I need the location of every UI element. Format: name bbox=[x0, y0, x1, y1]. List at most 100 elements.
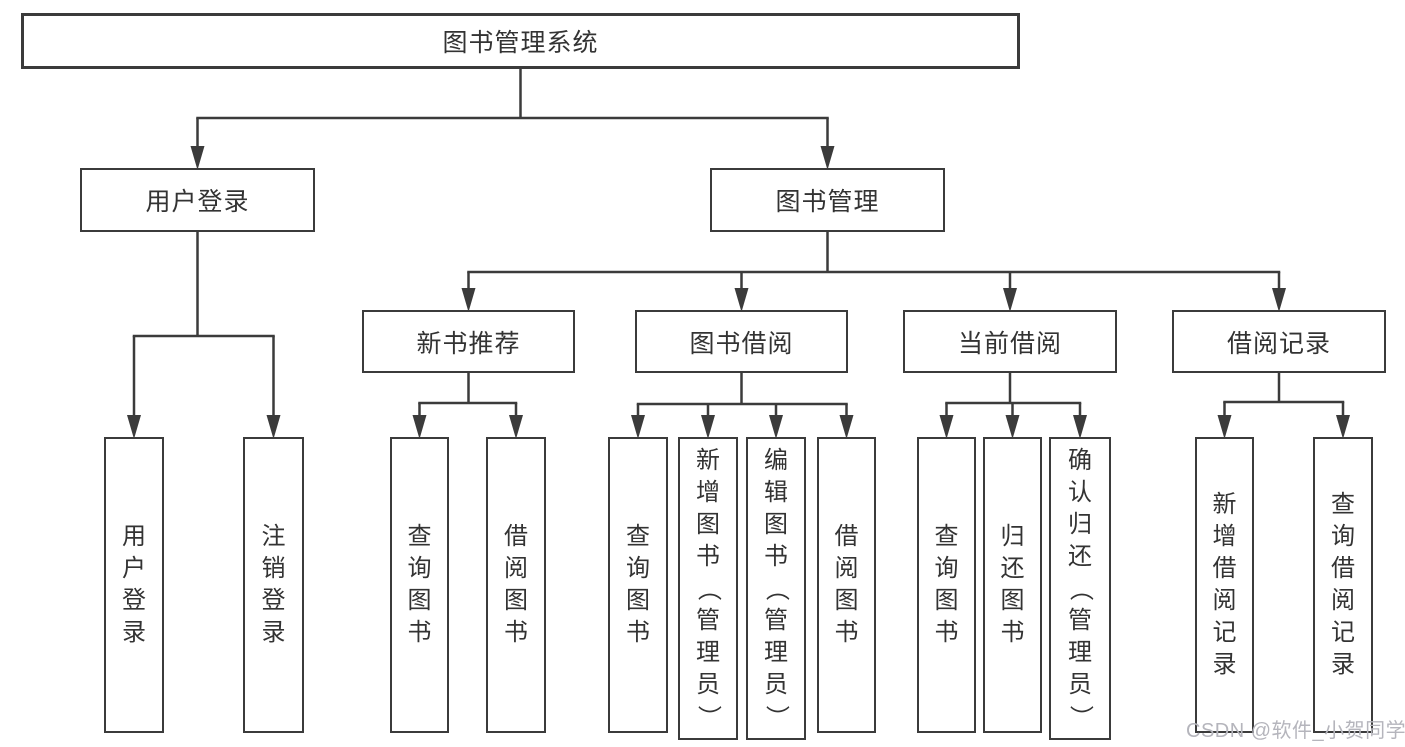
vertical-char: 阅 bbox=[1331, 587, 1355, 614]
vertical-char: 理 bbox=[764, 638, 788, 666]
vertical-char: 还 bbox=[1068, 542, 1092, 570]
node-label-leaf-user-login: 用户登录 bbox=[106, 439, 162, 731]
node-label-book-mgmt: 图书管理 bbox=[775, 188, 880, 216]
arrowhead-icon bbox=[769, 415, 783, 439]
vertical-char: 书 bbox=[834, 619, 859, 646]
vertical-char: 增 bbox=[1212, 523, 1237, 550]
node-label-root: 图书管理系统 bbox=[442, 29, 599, 57]
node-label-leaf-logout: 注销登录 bbox=[245, 439, 302, 731]
node-label-leaf-edit-book: 编辑图书（管理员） bbox=[748, 439, 804, 738]
vertical-char: 借 bbox=[1212, 555, 1237, 582]
watermark: CSDN @软件_小贺同学 bbox=[1186, 720, 1405, 742]
vertical-char: 阅 bbox=[504, 555, 528, 582]
vertical-char: 图 bbox=[504, 587, 528, 614]
vertical-char: （ bbox=[1067, 576, 1094, 601]
node-leaf-query-book-2: 查询图书 bbox=[608, 437, 668, 733]
vertical-char: 归 bbox=[1000, 523, 1025, 550]
vertical-char: 询 bbox=[934, 555, 959, 582]
node-leaf-add-book: 新增图书（管理员） bbox=[678, 437, 738, 740]
arrowhead-icon bbox=[1272, 288, 1286, 312]
vertical-char: 员 bbox=[696, 670, 720, 698]
node-leaf-query-book-1: 查询图书 bbox=[390, 437, 449, 733]
vertical-char: 管 bbox=[1068, 606, 1092, 634]
node-leaf-query-book-3: 查询图书 bbox=[917, 437, 976, 733]
node-label-current-borrow: 当前借阅 bbox=[957, 329, 1062, 358]
vertical-char: 图 bbox=[407, 587, 432, 614]
vertical-char: 记 bbox=[1212, 619, 1237, 646]
vertical-char: 录 bbox=[1212, 651, 1237, 678]
vertical-char: 理 bbox=[1068, 638, 1092, 666]
node-label-leaf-query-book-2: 查询图书 bbox=[610, 439, 666, 731]
vertical-char: 员 bbox=[1068, 670, 1092, 698]
vertical-char: 认 bbox=[1068, 478, 1092, 506]
arrowhead-icon bbox=[1005, 415, 1020, 439]
arrowhead-icon bbox=[1003, 288, 1017, 312]
node-leaf-add-record: 新增借阅记录 bbox=[1195, 437, 1254, 733]
node-leaf-user-login: 用户登录 bbox=[104, 437, 164, 733]
node-leaf-confirm-return: 确认归还（管理员） bbox=[1049, 437, 1111, 740]
arrowhead-icon bbox=[1336, 415, 1350, 439]
node-label-leaf-return-book: 归还图书 bbox=[985, 439, 1040, 731]
arrowhead-icon bbox=[1073, 415, 1087, 439]
vertical-char: 录 bbox=[1331, 651, 1355, 678]
node-label-leaf-query-record: 查询借阅记录 bbox=[1315, 439, 1371, 731]
node-leaf-edit-book: 编辑图书（管理员） bbox=[746, 437, 806, 740]
node-label-leaf-borrow-book-1: 借阅图书 bbox=[488, 439, 544, 731]
node-label-borrow-records: 借阅记录 bbox=[1226, 329, 1331, 358]
vertical-char: 新 bbox=[696, 446, 720, 474]
arrowhead-icon bbox=[412, 415, 427, 439]
vertical-char: 编 bbox=[764, 446, 788, 474]
node-book-borrow: 图书借阅 bbox=[635, 310, 848, 373]
arrowhead-icon bbox=[461, 288, 476, 312]
node-leaf-query-record: 查询借阅记录 bbox=[1313, 437, 1373, 733]
vertical-char: 录 bbox=[122, 619, 146, 646]
vertical-char: 注 bbox=[261, 523, 286, 550]
node-current-borrow: 当前借阅 bbox=[903, 310, 1117, 373]
vertical-char: ） bbox=[1067, 704, 1094, 729]
vertical-char: 图 bbox=[696, 510, 720, 538]
node-leaf-return-book: 归还图书 bbox=[983, 437, 1042, 733]
vertical-char: 员 bbox=[764, 670, 788, 698]
vertical-char: 管 bbox=[764, 606, 788, 634]
node-label-leaf-confirm-return: 确认归还（管理员） bbox=[1051, 439, 1109, 738]
vertical-char: 询 bbox=[626, 555, 650, 582]
vertical-char: 图 bbox=[934, 587, 959, 614]
vertical-char: 登 bbox=[122, 587, 146, 614]
node-root: 图书管理系统 bbox=[21, 13, 1020, 69]
vertical-char: 阅 bbox=[834, 555, 859, 582]
vertical-char: 查 bbox=[1331, 491, 1355, 518]
node-label-leaf-query-book-1: 查询图书 bbox=[392, 439, 447, 731]
vertical-char: 书 bbox=[407, 619, 432, 646]
node-label-new-book-rec: 新书推荐 bbox=[416, 329, 521, 358]
vertical-char: 记 bbox=[1331, 619, 1355, 646]
vertical-char: 图 bbox=[834, 587, 859, 614]
arrowhead-icon bbox=[701, 415, 715, 439]
node-label-user-login: 用户登录 bbox=[145, 188, 250, 216]
vertical-char: 借 bbox=[504, 523, 528, 550]
vertical-char: 图 bbox=[626, 587, 650, 614]
vertical-char: 还 bbox=[1000, 555, 1025, 582]
vertical-char: 辑 bbox=[764, 478, 788, 506]
vertical-char: 借 bbox=[1331, 555, 1355, 582]
node-label-book-borrow: 图书借阅 bbox=[689, 329, 794, 358]
vertical-char: 查 bbox=[407, 523, 432, 550]
arrowhead-icon bbox=[266, 415, 281, 439]
vertical-char: 归 bbox=[1068, 510, 1092, 538]
node-leaf-borrow-book-2: 借阅图书 bbox=[817, 437, 876, 733]
arrowhead-icon bbox=[939, 415, 954, 439]
vertical-char: 书 bbox=[934, 619, 959, 646]
node-label-leaf-add-record: 新增借阅记录 bbox=[1197, 439, 1252, 731]
arrowhead-icon bbox=[1217, 415, 1232, 439]
arrowhead-icon bbox=[839, 415, 854, 439]
vertical-char: 查 bbox=[934, 523, 959, 550]
node-label-leaf-borrow-book-2: 借阅图书 bbox=[819, 439, 874, 731]
vertical-char: 书 bbox=[696, 542, 720, 570]
vertical-char: ） bbox=[763, 704, 790, 729]
node-user-login: 用户登录 bbox=[80, 168, 315, 232]
arrowhead-icon bbox=[509, 415, 523, 439]
vertical-char: 户 bbox=[122, 555, 146, 582]
arrowhead-icon bbox=[631, 415, 645, 439]
vertical-char: 录 bbox=[261, 619, 286, 646]
